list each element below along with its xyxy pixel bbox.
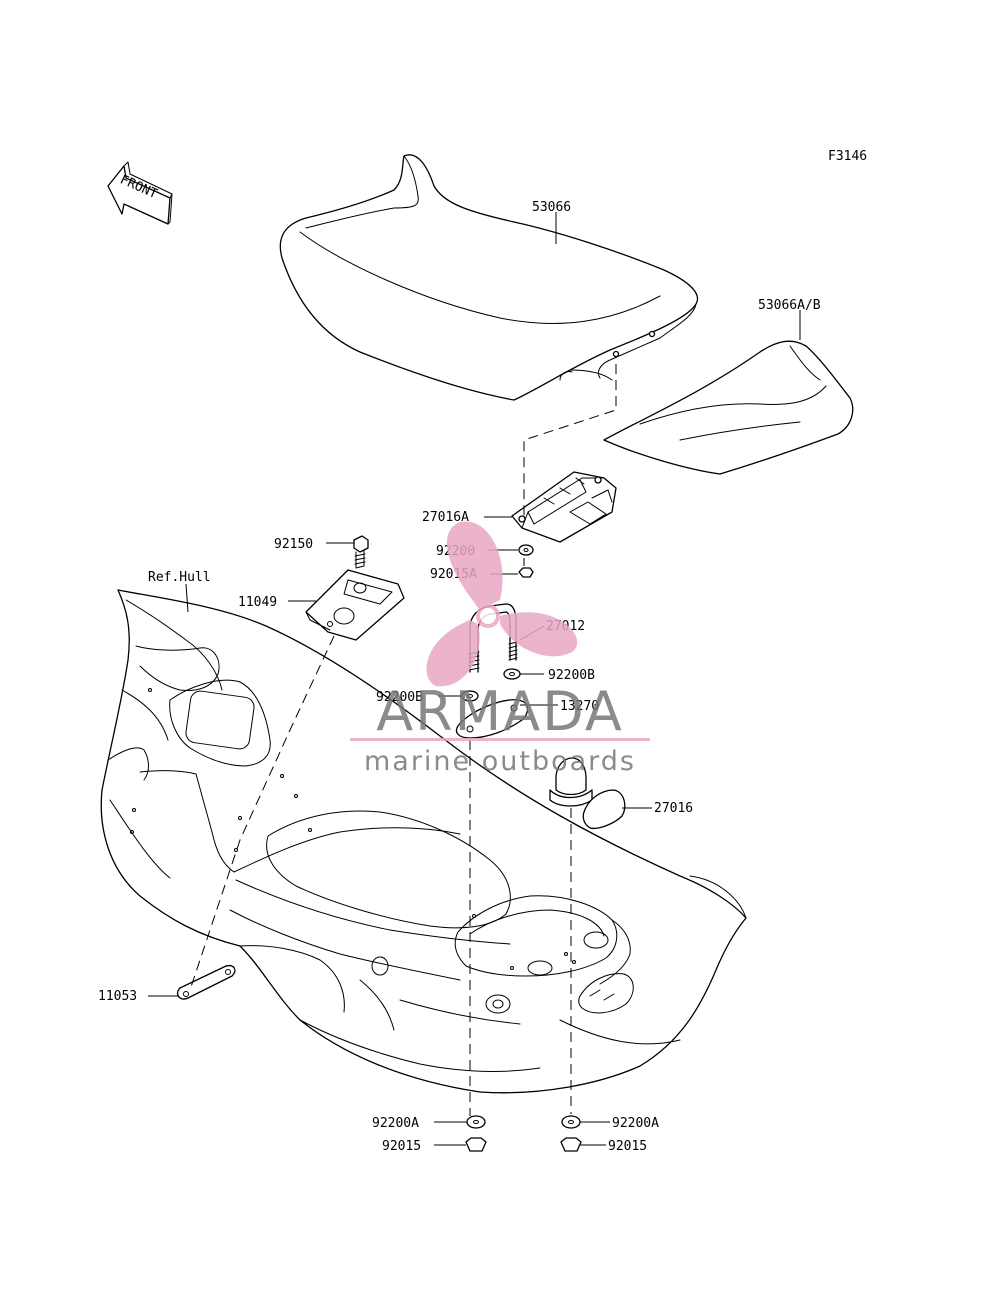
label-27016: 27016 bbox=[654, 801, 693, 816]
front-arrow-icon: FRONT bbox=[107, 161, 173, 225]
watermark-brand: ARMADA bbox=[376, 680, 624, 743]
label-92150: 92150 bbox=[274, 537, 313, 552]
strap-11053 bbox=[176, 964, 236, 1000]
seat-rear bbox=[603, 340, 854, 475]
label-11053: 11053 bbox=[98, 989, 137, 1004]
nut-92015-right bbox=[560, 1137, 582, 1152]
label-ref-hull: Ref.Hull bbox=[148, 570, 211, 585]
bolt-92150 bbox=[353, 535, 369, 569]
label-92200b-left: 92200B bbox=[376, 690, 423, 705]
label-92200a-left: 92200A bbox=[372, 1116, 419, 1131]
nut-92015a bbox=[518, 567, 534, 578]
seat-lock-27016 bbox=[549, 757, 626, 830]
bracket-11049 bbox=[305, 569, 405, 641]
seat-latch-bracket bbox=[511, 471, 617, 543]
washer-92200a-right bbox=[561, 1115, 581, 1129]
label-92015-left: 92015 bbox=[382, 1139, 421, 1154]
diagram-code: F3146 bbox=[828, 149, 867, 164]
label-92200a-right: 92200A bbox=[612, 1116, 659, 1131]
propeller-logo-icon bbox=[426, 521, 578, 687]
nut-92015-left bbox=[465, 1137, 487, 1152]
label-13270: 13270 bbox=[560, 699, 599, 714]
seat-front bbox=[279, 154, 699, 401]
label-92015-right: 92015 bbox=[608, 1139, 647, 1154]
label-11049: 11049 bbox=[238, 595, 277, 610]
watermark-tagline: marine outboards bbox=[364, 746, 636, 777]
front-label: FRONT bbox=[118, 172, 160, 202]
hull bbox=[100, 589, 747, 1094]
label-53066ab: 53066A/B bbox=[758, 298, 821, 313]
washer-92200a-left bbox=[466, 1115, 486, 1129]
watermark: ARMADA marine outboards bbox=[350, 521, 650, 777]
washer-92200 bbox=[518, 544, 534, 556]
washer-92200b-right bbox=[503, 668, 521, 680]
label-92200b-right: 92200B bbox=[548, 668, 595, 683]
label-53066: 53066 bbox=[532, 200, 571, 215]
plate-13270 bbox=[455, 699, 529, 739]
label-27016a: 27016A bbox=[422, 510, 469, 525]
